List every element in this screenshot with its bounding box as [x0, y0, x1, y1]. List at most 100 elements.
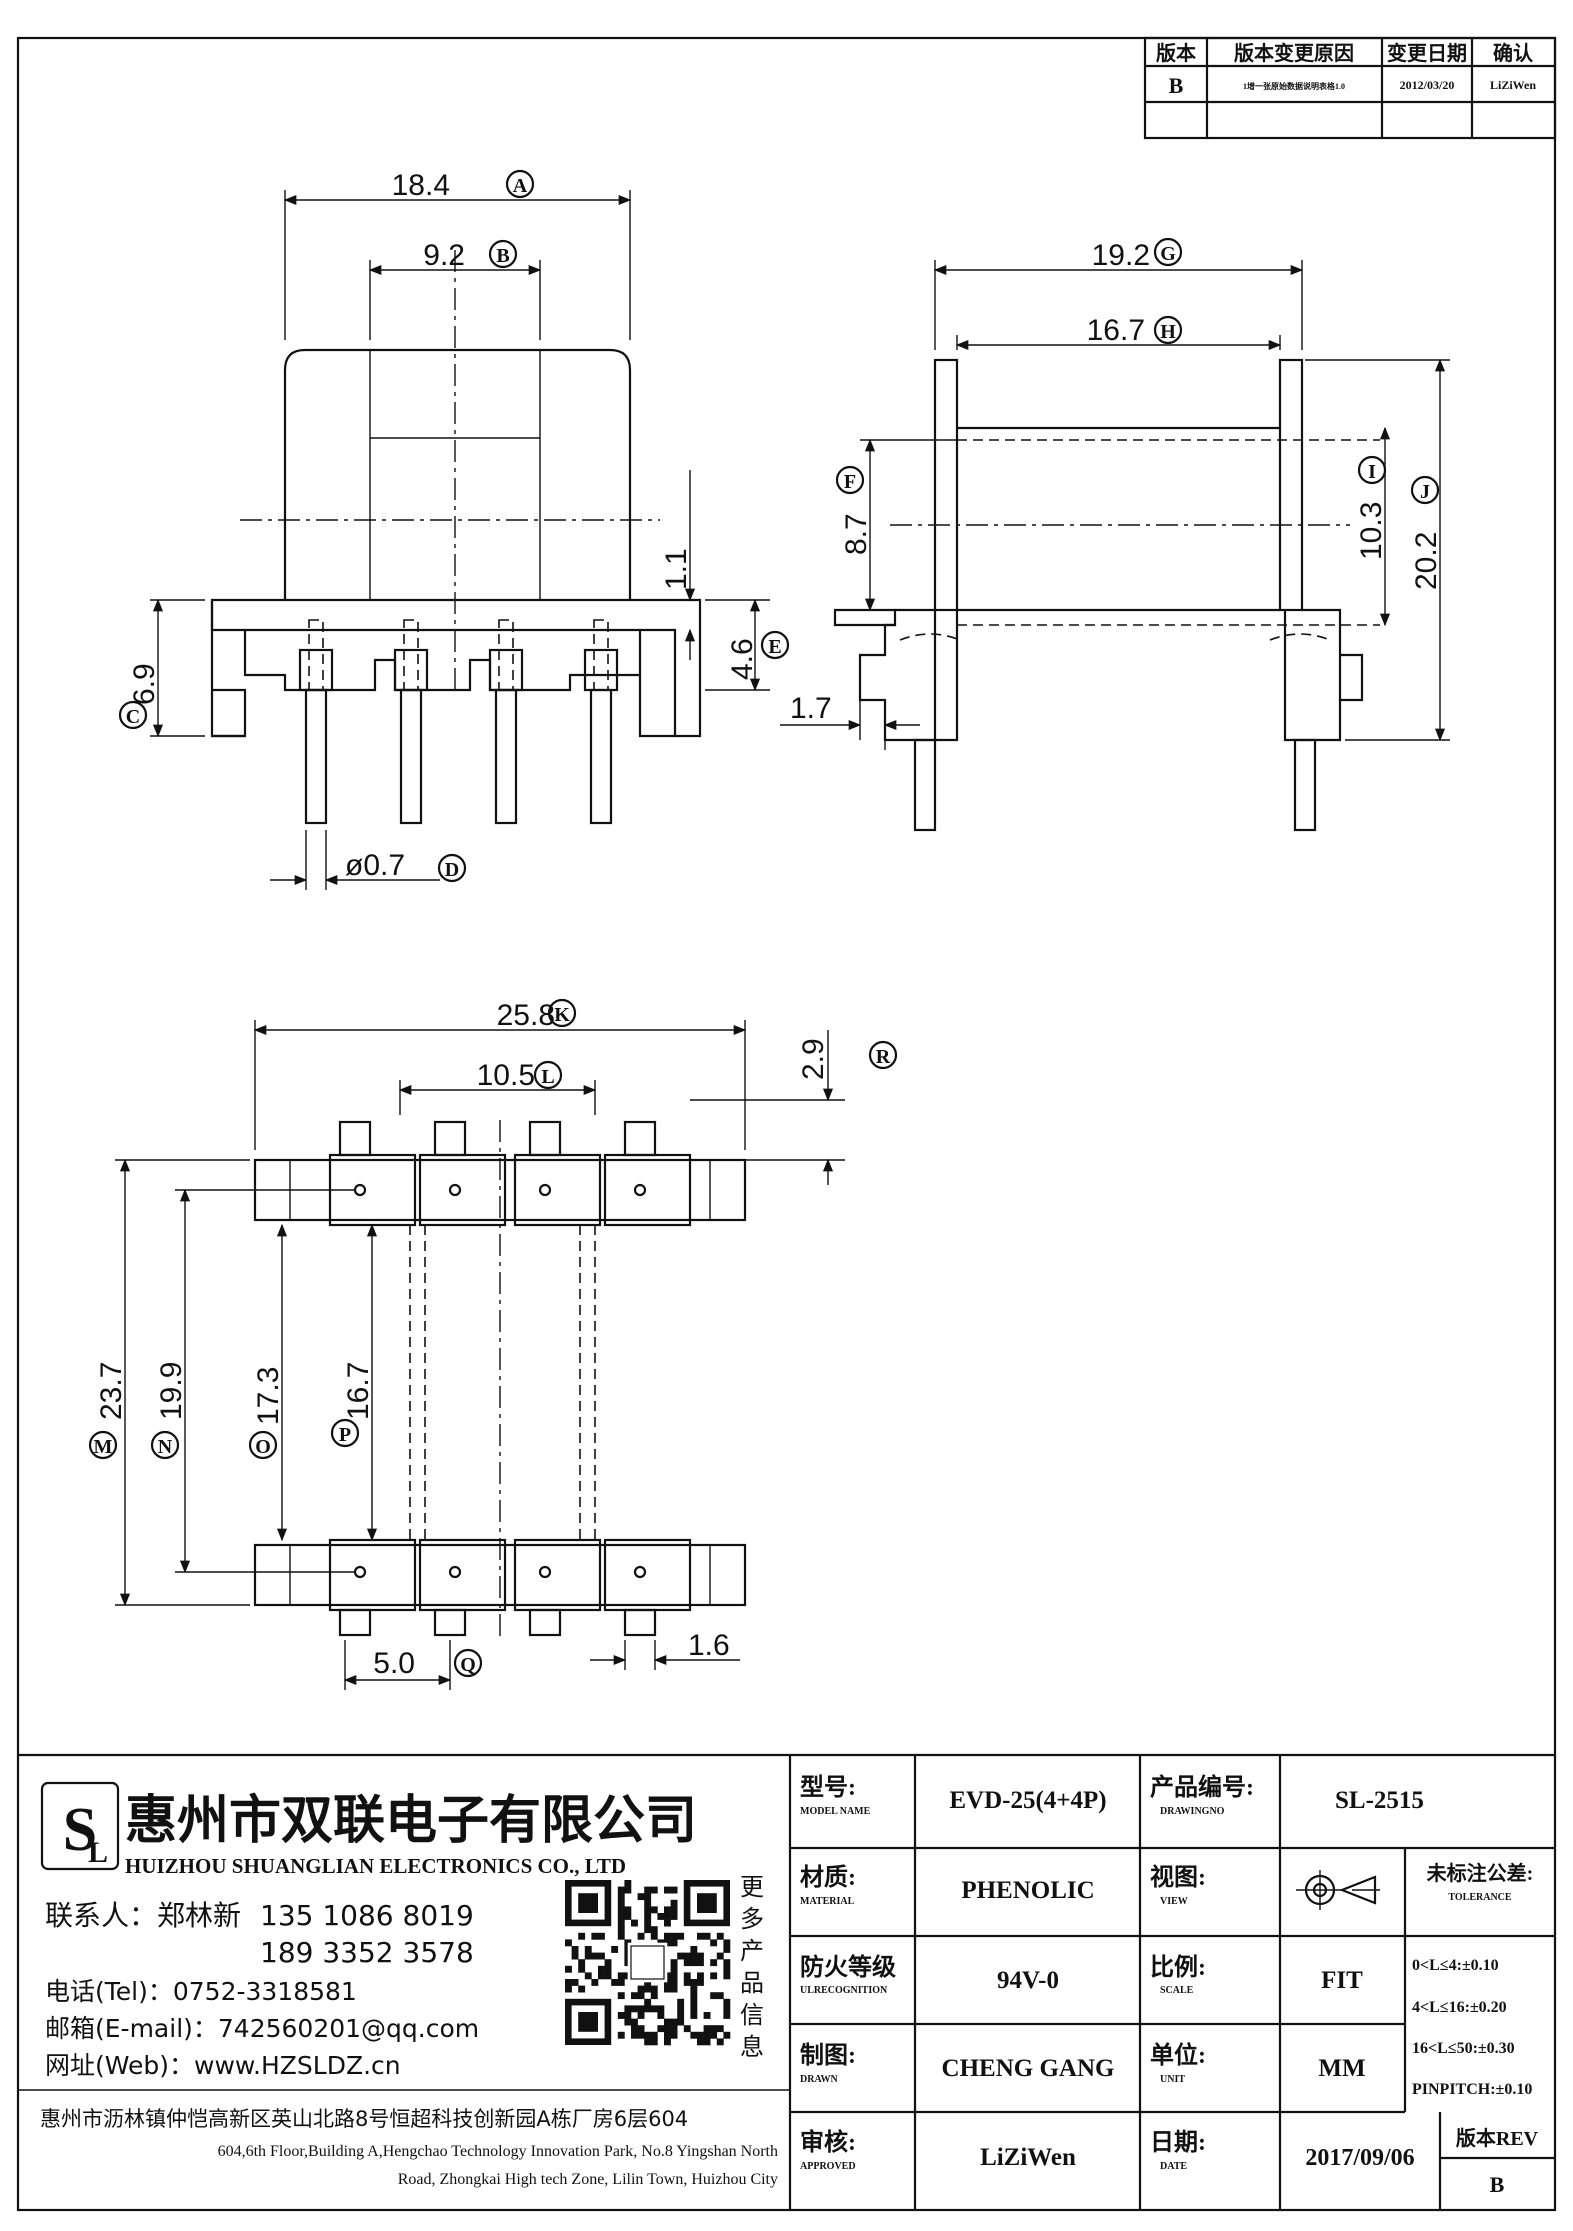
rev-header-version: 版本 — [1156, 41, 1196, 65]
dim-c-tag: C — [126, 706, 140, 728]
dim-d-value: ø0.7 — [345, 849, 405, 882]
model-value: EVD-25(4+4P) — [949, 1787, 1106, 1814]
view-label: 视图: — [1150, 1864, 1206, 1891]
contact-label: 联系人：郑林新 — [45, 1899, 241, 1932]
dim-l-value: 10.5 — [477, 1059, 535, 1092]
phone-1: 135 1086 8019 — [260, 1899, 474, 1932]
dim-p-value: 16.7 — [342, 1362, 375, 1420]
dim-b-value: 9.2 — [423, 239, 465, 272]
drawn-label-en: DRAWN — [800, 2074, 839, 2085]
scale-label: 比例: — [1150, 1954, 1206, 1981]
front-view: 18.4 A 9.2 B 1.1 4.6 E 6.9 C ø0.7 D — [118, 169, 790, 890]
dim-d-tag: D — [445, 859, 459, 881]
tolerance-label: 未标注公差: — [1427, 1861, 1534, 1885]
sheet-border — [16, 36, 1557, 2212]
unit-label-en: UNIT — [1160, 2074, 1185, 2085]
drawn-value: CHENG GANG — [942, 2055, 1115, 2082]
dim-e-tag: E — [768, 636, 781, 658]
dim-m-value: 23.7 — [95, 1362, 128, 1420]
address-cn: 惠州市沥林镇仲恺高新区英山北路8号恒超科技创新园A栋厂房6层604 — [40, 2107, 688, 2131]
bottom-view: 25.8 K 10.5 L 2.9 R 23.7 M 19.9 N 17.3 — [88, 998, 898, 1690]
svg-text:L: L — [88, 1836, 108, 1869]
dim-g-tag: G — [1160, 243, 1176, 265]
dim-b-tag: B — [496, 245, 509, 267]
dim-1-6-value: 1.6 — [688, 1629, 730, 1662]
fire-value: 94V-0 — [997, 1967, 1059, 1994]
svg-text:S: S — [63, 1796, 97, 1864]
more-products-3: 产 — [740, 1937, 764, 1965]
dim-i-value: 10.3 — [1355, 502, 1388, 560]
web-line: 网址(Web)：www.HZSLDZ.cn — [45, 2051, 401, 2080]
company-logo: S L — [40, 1781, 120, 1871]
company-name-cn: 惠州市双联电子有限公司 — [125, 1792, 697, 1850]
rev-value: B — [1490, 2172, 1505, 2197]
qr-code — [565, 1880, 731, 2046]
dim-c-value: 6.9 — [128, 663, 161, 705]
view-label-en: VIEW — [1160, 1896, 1188, 1907]
scale-value: FIT — [1321, 1967, 1363, 1994]
scale-label-en: SCALE — [1160, 1985, 1194, 1996]
dim-i-tag: I — [1368, 461, 1376, 483]
phone-2: 189 3352 3578 — [260, 1936, 474, 1969]
drawing-label: 产品编号: — [1150, 1773, 1254, 1801]
dim-p-tag: P — [339, 1424, 351, 1446]
dim-k-tag: K — [554, 1004, 570, 1026]
dim-f-tag: F — [844, 471, 856, 493]
approved-label: 审核: — [800, 2128, 856, 2156]
rev-label: 版本REV — [1456, 2126, 1539, 2150]
fire-label-en: ULRECOGNITION — [800, 1985, 888, 1996]
address-en-2: Road, Zhongkai High tech Zone, Lilin Tow… — [398, 2171, 778, 2188]
dim-q-tag: Q — [460, 1654, 476, 1676]
material-value: PHENOLIC — [961, 1877, 1094, 1904]
date-label: 日期: — [1150, 2129, 1206, 2156]
dim-q-value: 5.0 — [373, 1647, 415, 1680]
revision-table: 版本 版本变更原因 变更日期 确认 B 1增一张原始数据说明表格1.0 2012… — [1143, 36, 1557, 140]
approved-label-en: APPROVED — [800, 2161, 856, 2172]
more-products-6: 息 — [740, 2033, 764, 2061]
dim-n-tag: N — [158, 1436, 173, 1458]
material-label-en: MATERIAL — [800, 1896, 855, 1907]
dim-e-value: 4.6 — [726, 638, 759, 680]
tolerance-2: 4<L≤16:±0.20 — [1412, 1999, 1507, 2016]
company-name-en: HUIZHOU SHUANGLIAN ELECTRONICS CO., LTD — [125, 1854, 626, 1878]
date-label-en: DATE — [1160, 2161, 1187, 2172]
dim-r-value: 2.9 — [797, 1038, 830, 1080]
date-value: 2017/09/06 — [1305, 2145, 1414, 2171]
dim-h-value: 16.7 — [1087, 314, 1145, 347]
more-products-1: 更 — [740, 1873, 764, 1901]
tel-line: 电话(Tel)：0752-3318581 — [45, 1977, 357, 2006]
dim-a-tag: A — [513, 175, 528, 197]
dim-g-value: 19.2 — [1092, 239, 1150, 272]
address-en-1: 604,6th Floor,Building A,Hengchao Techno… — [218, 2143, 778, 2160]
dim-m-tag: M — [94, 1436, 113, 1458]
dim-j-tag: J — [1420, 481, 1430, 503]
rev-row-version: B — [1169, 73, 1184, 98]
dim-1-7-value: 1.7 — [790, 692, 832, 725]
dim-o-value: 17.3 — [252, 1367, 285, 1425]
dim-a-value: 18.4 — [392, 169, 450, 202]
tolerance-4: PINPITCH:±0.10 — [1412, 2081, 1532, 2098]
tolerance-1: 0<L≤4:±0.10 — [1412, 1957, 1499, 1974]
dim-f-value: 8.7 — [840, 513, 873, 555]
email-line: 邮箱(E-mail)：742560201@qq.com — [45, 2014, 479, 2043]
dim-l-tag: L — [541, 1066, 554, 1088]
more-products-4: 品 — [740, 1969, 764, 1997]
rev-row-confirm: LiZiWen — [1490, 78, 1536, 92]
unit-label: 单位: — [1150, 2041, 1206, 2069]
rev-header-reason: 版本变更原因 — [1234, 41, 1354, 65]
projection-symbol-icon — [1296, 1870, 1380, 1910]
dim-k-value: 25.8 — [497, 999, 555, 1032]
material-label: 材质: — [800, 1864, 856, 1891]
dim-r-tag: R — [876, 1046, 891, 1068]
rev-header-confirm: 确认 — [1493, 41, 1534, 65]
tolerance-label-en: TOLERANCE — [1448, 1892, 1511, 1903]
side-view: 19.2 G 16.7 H 8.7 F 10.3 I 20.2 J 1.7 — [780, 237, 1450, 832]
model-label: 型号: — [800, 1774, 856, 1801]
approved-value: LiZiWen — [980, 2144, 1076, 2171]
drawing-value: SL-2515 — [1335, 1787, 1424, 1814]
company-block: S L 惠州市双联电子有限公司 HUIZHOU SHUANGLIAN ELECT… — [18, 1753, 1555, 2210]
more-products-2: 多 — [740, 1905, 764, 1933]
dim-o-tag: O — [255, 1436, 271, 1458]
rev-row-reason: 1增一张原始数据说明表格1.0 — [1243, 81, 1345, 91]
